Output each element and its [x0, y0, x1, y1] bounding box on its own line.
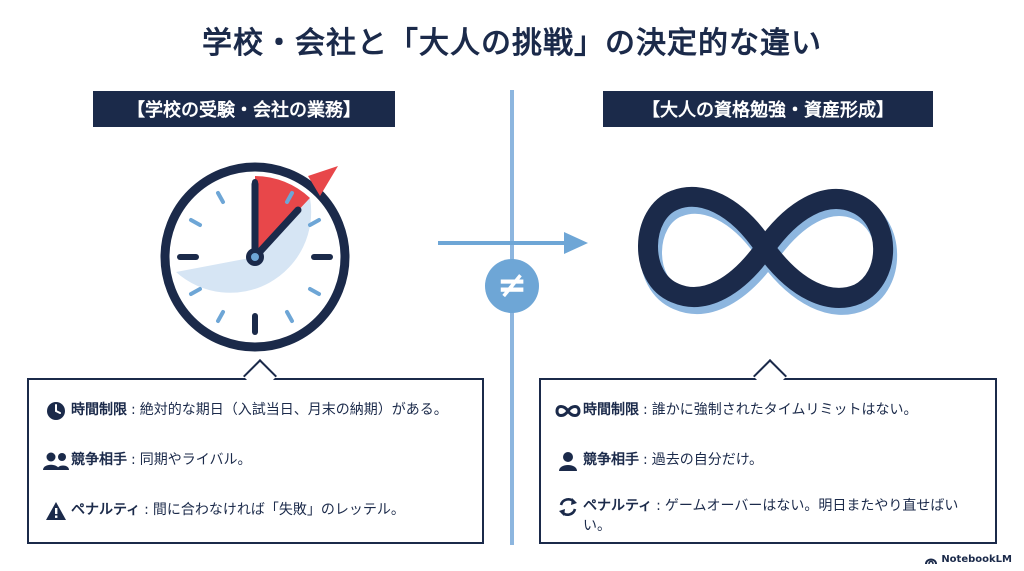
item-key: 競争相手	[583, 452, 639, 468]
callout-notch	[753, 359, 787, 393]
item-key: 時間制限	[583, 402, 639, 418]
page-title: 学校・会社と「大人の挑戦」の決定的な違い	[202, 26, 822, 61]
not-equal-badge: ≠	[485, 259, 539, 313]
list-item: ペナルティ:間に合わなければ「失敗」のレッテル。	[41, 500, 470, 522]
left-header: 【学校の受験・会社の業務】	[93, 91, 395, 127]
list-item: 時間制限:絶対的な期日（入試当日、月末の納期）がある。	[41, 400, 470, 422]
list-item: ペナルティ:ゲームオーバーはない。明日またやり直せばいい。	[553, 496, 983, 536]
item-key: 時間制限	[71, 402, 127, 418]
person-icon	[553, 450, 583, 472]
callout-notch	[243, 359, 277, 393]
warning-icon	[41, 500, 71, 522]
list-item: 時間制限:誰かに強制されたタイムリミットはない。	[553, 400, 983, 422]
refresh-icon	[553, 496, 583, 518]
infinity-icon	[630, 178, 900, 322]
item-key: 競争相手	[71, 452, 127, 468]
right-panel: 時間制限:誰かに強制されたタイムリミットはない。 競争相手:過去の自分だけ。 ペ…	[539, 359, 997, 544]
stopwatch-icon	[160, 162, 350, 356]
infinity-icon	[553, 400, 583, 422]
people-icon	[41, 450, 71, 472]
clock-icon	[41, 400, 71, 422]
item-text: 過去の自分だけ。	[651, 452, 764, 468]
brand-label: NotebookLM	[941, 554, 1012, 565]
list-item: 競争相手:過去の自分だけ。	[553, 450, 983, 472]
left-panel: 時間制限:絶対的な期日（入試当日、月末の納期）がある。 競争相手:同期やライバル…	[27, 359, 484, 544]
list-item: 競争相手:同期やライバル。	[41, 450, 470, 472]
item-key: ペナルティ	[583, 498, 653, 514]
right-header: 【大人の資格勉強・資産形成】	[603, 91, 933, 127]
item-text: ゲームオーバーはない。明日またやり直せばいい。	[583, 498, 959, 534]
notebook-icon	[925, 558, 938, 564]
item-key: ペナルティ	[71, 502, 141, 518]
center-divider	[510, 90, 514, 545]
item-text: 誰かに強制されたタイムリミットはない。	[651, 402, 918, 418]
arrow-right-icon	[438, 230, 590, 260]
item-text: 絶対的な期日（入試当日、月末の納期）がある。	[139, 402, 448, 418]
item-text: 間に合わなければ「失敗」のレッテル。	[152, 502, 405, 518]
item-text: 同期やライバル。	[139, 452, 252, 468]
brand-watermark: NotebookLM	[925, 554, 1012, 565]
